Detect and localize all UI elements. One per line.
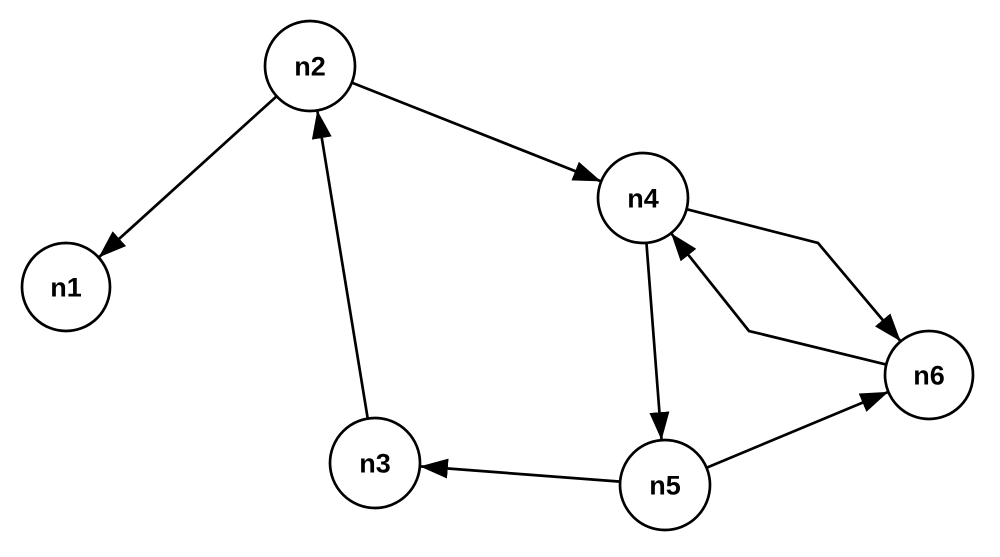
node-n6: n6 xyxy=(883,329,975,421)
node-label-n1: n1 xyxy=(50,272,82,302)
edge-layer xyxy=(97,81,902,483)
node-label-n6: n6 xyxy=(913,360,945,390)
edge-n4-n6 xyxy=(686,207,902,343)
edge-n6-n4 xyxy=(669,232,887,366)
edge-n2-n4 xyxy=(351,81,602,183)
edge-n2-n1 xyxy=(97,95,278,259)
node-circle-n3 xyxy=(328,416,422,510)
edge-n5-n6 xyxy=(706,390,889,469)
edge-n4-n5 xyxy=(645,242,670,441)
edge-n3-n2 xyxy=(311,110,370,419)
edge-n5-n3 xyxy=(419,458,621,483)
node-label-n2: n2 xyxy=(294,51,326,81)
node-label-n4: n4 xyxy=(627,183,659,213)
node-circle-n4 xyxy=(596,151,690,245)
node-n2: n2 xyxy=(263,19,357,113)
node-circle-n1 xyxy=(20,241,112,333)
node-layer: n1 n2 n3 n4 n5 n6 xyxy=(20,19,975,532)
node-circle-n5 xyxy=(618,438,712,532)
node-n1: n1 xyxy=(20,241,112,333)
node-circle-n6 xyxy=(883,329,975,421)
node-n5: n5 xyxy=(618,438,712,532)
node-label-n3: n3 xyxy=(359,448,391,478)
node-n3: n3 xyxy=(328,416,422,510)
node-label-n5: n5 xyxy=(649,470,681,500)
node-n4: n4 xyxy=(596,151,690,245)
node-circle-n2 xyxy=(263,19,357,113)
